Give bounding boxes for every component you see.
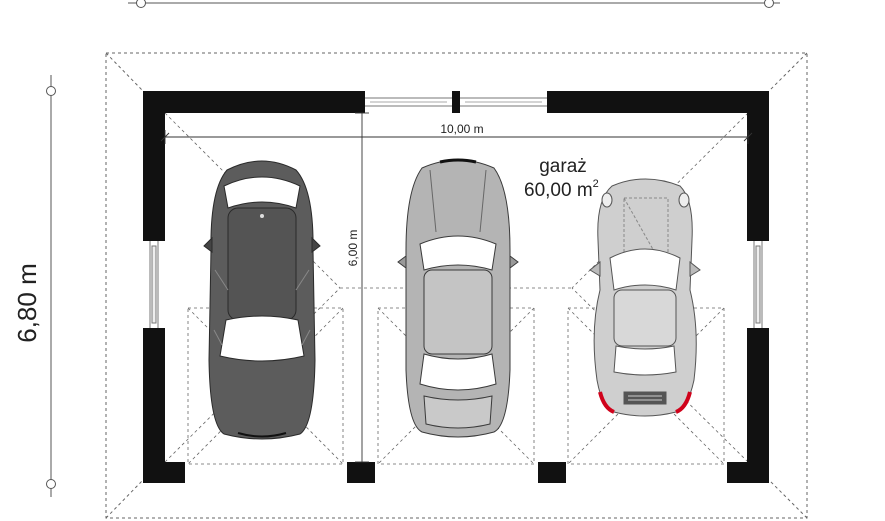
wall-right-lower — [747, 328, 769, 483]
inner-depth-label: 6,00 m — [346, 230, 360, 267]
wall-left-lower — [143, 328, 165, 483]
room-area-unit-sup: 2 — [593, 178, 599, 190]
post-left — [143, 462, 185, 483]
car-light-sportscar — [589, 178, 701, 417]
wall-top-mullion — [452, 91, 460, 113]
roof-outline — [105, 52, 808, 519]
walls — [143, 91, 769, 483]
wall-top-right — [547, 91, 769, 113]
inner-width-label: 10,00 m — [440, 122, 483, 136]
room-area-value: 60,00 m — [524, 180, 593, 201]
post-mid-right — [538, 462, 566, 483]
wall-left-upper — [143, 91, 165, 241]
car-grey-sedan — [397, 158, 519, 438]
post-mid-left — [347, 462, 375, 483]
windows — [143, 91, 769, 328]
window-left — [143, 241, 165, 328]
top-dimension-line — [128, 0, 780, 8]
wall-right-upper — [747, 91, 769, 241]
car-dark-sedan — [203, 160, 321, 440]
window-right — [747, 241, 769, 328]
inner-width-dimension — [160, 130, 753, 144]
inner-depth-dimension — [355, 112, 369, 463]
window-top-right — [460, 91, 547, 113]
wall-top-left — [143, 91, 365, 113]
room-area: 60,00 m2 — [524, 178, 599, 201]
outer-depth-label: 6,80 m — [12, 263, 42, 343]
outer-depth-dimension — [46, 75, 56, 497]
room-name: garaż — [539, 156, 587, 177]
post-right — [727, 462, 769, 483]
window-top-left — [365, 91, 452, 113]
